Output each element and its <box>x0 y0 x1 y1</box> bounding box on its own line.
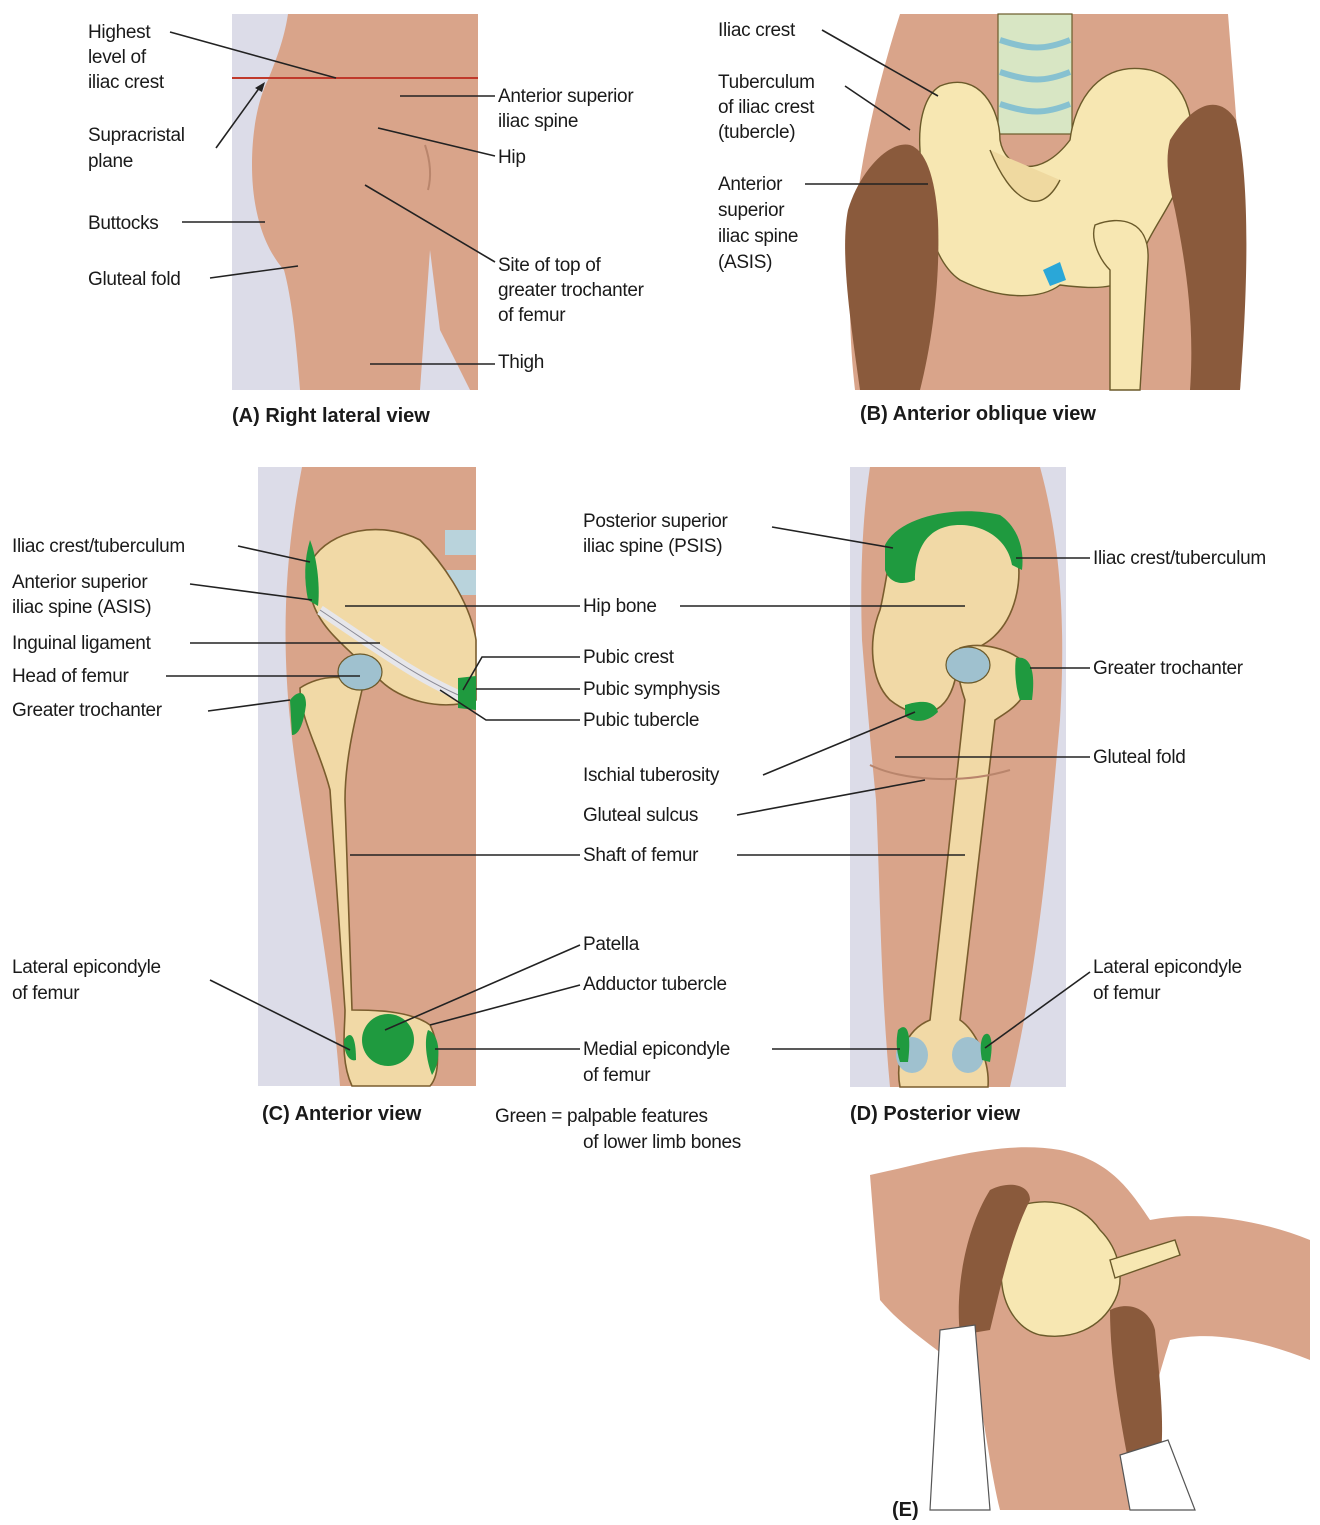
label-asis-b-line4: (ASIS) <box>718 252 772 273</box>
label-asis-b-line1: Anterior <box>718 174 783 195</box>
panel-b-spine <box>998 14 1072 134</box>
caption-panel-e: (E) <box>892 1499 919 1521</box>
label-lat-epi-d-line1: Lateral epicondyle <box>1093 957 1242 978</box>
label-greater-troch-c: Greater trochanter <box>12 700 163 721</box>
label-lat-epi-c-line2: of femur <box>12 983 80 1004</box>
label-thigh: Thigh <box>498 352 544 373</box>
caption-panel-c: (C) Anterior view <box>262 1103 422 1125</box>
label-asis-a-line2: iliac spine <box>498 111 578 132</box>
label-highest-line2: level of <box>88 47 147 68</box>
panel-a: Highest level of iliac crest Supracrista… <box>88 14 645 427</box>
leader-pubic-crest <box>463 657 580 690</box>
label-psis-line1: Posterior superior <box>583 511 729 532</box>
label-pubic-crest: Pubic crest <box>583 647 675 668</box>
label-tuberculum-line1: Tuberculum <box>718 72 815 93</box>
panel-b-left-hand <box>845 144 938 390</box>
label-highest-line1: Highest <box>88 22 151 43</box>
label-tuberculum-line3: (tubercle) <box>718 122 795 143</box>
panel-d: Iliac crest/tuberculum Greater trochante… <box>850 467 1266 1125</box>
caption-panel-d: (D) Posterior view <box>850 1103 1020 1125</box>
label-medial-epi-line1: Medial epicondyle <box>583 1039 730 1060</box>
label-ischial-tuberosity: Ischial tuberosity <box>583 765 720 786</box>
label-trochanter-site-line3: of femur <box>498 305 566 326</box>
label-trochanter-site-line1: Site of top of <box>498 255 602 276</box>
label-asis-c-line1: Anterior superior <box>12 572 148 593</box>
label-asis-a-line1: Anterior superior <box>498 86 634 107</box>
panel-c-green-pubic <box>458 676 476 710</box>
panel-e: (E) <box>870 1147 1310 1521</box>
label-crest-tub-d: Iliac crest/tuberculum <box>1093 548 1266 569</box>
caption-panel-b: (B) Anterior oblique view <box>860 403 1096 425</box>
label-gluteal-fold-a: Gluteal fold <box>88 269 181 290</box>
panel-d-green-medial-epicondyle <box>897 1027 910 1062</box>
legend-line1: Green = palpable features <box>495 1106 708 1127</box>
label-psis-line2: iliac spine (PSIS) <box>583 536 722 557</box>
label-greater-troch-d: Greater trochanter <box>1093 658 1244 679</box>
label-head-femur: Head of femur <box>12 666 129 687</box>
label-adductor-tubercle: Adductor tubercle <box>583 974 727 995</box>
label-iliac-crest-b: Iliac crest <box>718 20 796 41</box>
label-trochanter-site-line2: greater trochanter <box>498 280 645 301</box>
panel-b: Iliac crest Tuberculum of iliac crest (t… <box>718 14 1246 425</box>
label-tuberculum-line2: of iliac crest <box>718 97 815 118</box>
label-asis-b-line2: superior <box>718 200 785 221</box>
label-pubic-symphysis: Pubic symphysis <box>583 679 720 700</box>
label-hip-bone: Hip bone <box>583 596 657 617</box>
caption-panel-a: (A) Right lateral view <box>232 405 430 427</box>
panel-c: Iliac crest/tuberculum Anterior superior… <box>12 467 476 1125</box>
panel-c-head-of-femur <box>338 654 382 690</box>
label-buttocks: Buttocks <box>88 213 158 234</box>
label-lat-epi-d-line2: of femur <box>1093 983 1161 1004</box>
label-gluteal-sulcus: Gluteal sulcus <box>583 805 698 826</box>
label-crest-tub-c: Iliac crest/tuberculum <box>12 536 185 557</box>
label-asis-b-line3: iliac spine <box>718 226 798 247</box>
label-highest-line3: iliac crest <box>88 72 165 93</box>
label-lat-epi-c-line1: Lateral epicondyle <box>12 957 161 978</box>
label-asis-c-line2: iliac spine (ASIS) <box>12 597 151 618</box>
panel-d-medial-condyle <box>952 1037 984 1073</box>
legend-line2: of lower limb bones <box>583 1132 741 1153</box>
label-gluteal-fold-d: Gluteal fold <box>1093 747 1186 768</box>
label-patella: Patella <box>583 934 640 955</box>
label-shaft-of-femur: Shaft of femur <box>583 845 699 866</box>
panel-d-femoral-head <box>946 647 990 683</box>
panel-c-green-patella <box>362 1014 414 1066</box>
label-pubic-tubercle: Pubic tubercle <box>583 710 699 731</box>
label-inguinal: Inguinal ligament <box>12 633 152 654</box>
label-hip: Hip <box>498 147 526 168</box>
label-supracristal-line2: plane <box>88 151 133 172</box>
label-medial-epi-line2: of femur <box>583 1065 651 1086</box>
label-supracristal-line1: Supracristal <box>88 125 185 146</box>
